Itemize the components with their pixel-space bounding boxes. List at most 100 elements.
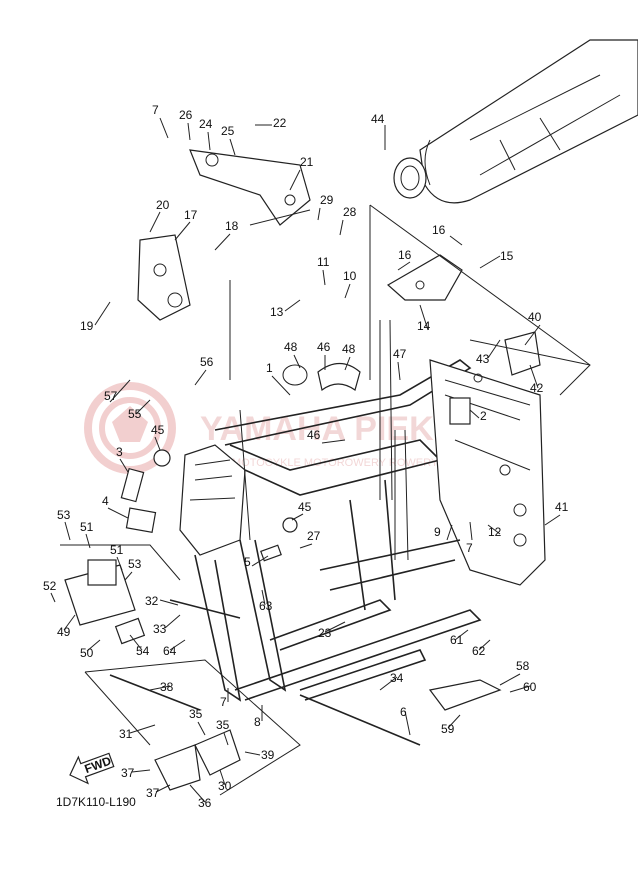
callout-13: 13 xyxy=(270,305,284,319)
callout-44: 44 xyxy=(371,112,385,126)
leader-line xyxy=(229,138,236,156)
callout-27: 27 xyxy=(307,529,321,543)
leader-line xyxy=(479,255,501,269)
callout-46-top: 46 xyxy=(317,340,331,354)
leader-line xyxy=(164,614,181,629)
leader-line xyxy=(135,399,151,415)
plates xyxy=(114,467,282,645)
leader-line xyxy=(344,283,351,299)
callout-50: 50 xyxy=(80,646,94,660)
leader-line xyxy=(207,131,211,151)
leader-line xyxy=(169,639,186,651)
leader-line xyxy=(449,235,463,246)
leader-line xyxy=(124,571,133,581)
callout-15: 15 xyxy=(500,249,514,263)
leader-line xyxy=(321,439,346,444)
bracket-17 xyxy=(137,234,191,321)
callout-7-top: 7 xyxy=(152,103,159,117)
leader-line xyxy=(284,299,301,312)
muffler-holder-2 xyxy=(449,397,471,425)
callout-47: 47 xyxy=(393,347,407,361)
callout-14: 14 xyxy=(417,319,431,333)
leader-line xyxy=(94,301,111,326)
leader-line xyxy=(86,639,101,652)
leader-line xyxy=(509,685,531,693)
callout-21: 21 xyxy=(300,155,314,169)
callout-60: 60 xyxy=(523,680,537,694)
watermark-brand: YAMAHA PIEKUT xyxy=(200,410,479,448)
long-bolts xyxy=(109,599,421,746)
callout-17: 17 xyxy=(184,208,198,222)
callout-41: 41 xyxy=(555,500,569,514)
callout-43: 43 xyxy=(476,352,490,366)
callout-52: 52 xyxy=(43,579,57,593)
callout-25: 25 xyxy=(221,124,235,138)
callout-29: 29 xyxy=(320,193,334,207)
leader-line xyxy=(109,379,131,403)
callout-22: 22 xyxy=(273,116,287,130)
callout-18: 18 xyxy=(225,219,239,233)
leader-line xyxy=(404,710,411,736)
callout-37-lower: 37 xyxy=(146,786,160,800)
callout-4: 4 xyxy=(102,494,109,508)
leader-line xyxy=(154,436,161,451)
leader-line xyxy=(159,599,179,606)
callout-49: 49 xyxy=(57,625,71,639)
callout-61: 61 xyxy=(450,633,464,647)
bracket-21 xyxy=(189,149,311,226)
leader-line xyxy=(219,769,226,786)
leader-line xyxy=(129,634,143,651)
leader-line xyxy=(544,514,561,526)
callout-35-left: 35 xyxy=(189,707,203,721)
watermark: YAMAHA PIEKUT MOTOCYKLE MOTOROWERY ROWER… xyxy=(84,382,487,474)
callout-35-right: 35 xyxy=(216,718,230,732)
leader-line xyxy=(469,521,473,541)
callout-9: 9 xyxy=(434,525,441,539)
callout-48-left: 48 xyxy=(284,340,298,354)
leader-line xyxy=(155,784,171,793)
callout-5: 5 xyxy=(244,555,251,569)
leader-line xyxy=(419,304,429,331)
callout-36: 36 xyxy=(198,796,212,810)
callout-46-mid: 46 xyxy=(307,428,321,442)
callout-16-top: 16 xyxy=(432,223,446,237)
callout-53-right: 53 xyxy=(128,557,142,571)
callout-2: 2 xyxy=(480,409,487,423)
bracket-30 xyxy=(194,729,241,776)
bracket-14 xyxy=(386,254,463,301)
callout-1: 1 xyxy=(266,361,273,375)
callout-37-upper: 37 xyxy=(121,766,135,780)
leader-line xyxy=(339,219,344,236)
leader-line xyxy=(251,555,269,567)
bracket-36 xyxy=(154,744,201,791)
leader-line xyxy=(447,714,461,729)
diagram-code: 1D7K110-L190 xyxy=(56,795,136,809)
callout-26: 26 xyxy=(179,108,193,122)
leader-line xyxy=(223,732,229,746)
callout-63: 63 xyxy=(259,599,273,613)
muffler xyxy=(393,39,638,204)
leader-line xyxy=(529,364,539,389)
leader-line xyxy=(261,589,266,606)
callout-39: 39 xyxy=(261,748,275,762)
main-frame xyxy=(179,359,546,702)
leader-line xyxy=(524,324,541,346)
callout-57: 57 xyxy=(104,389,118,403)
leader-line xyxy=(85,533,91,549)
callout-55: 55 xyxy=(128,407,142,421)
callout-54: 54 xyxy=(136,644,150,658)
callout-11: 11 xyxy=(317,255,330,269)
callout-6: 6 xyxy=(400,705,407,719)
leader-line xyxy=(131,769,151,773)
callout-38: 38 xyxy=(160,680,174,694)
leader-lines xyxy=(50,117,561,803)
leader-line xyxy=(244,751,261,756)
leader-line xyxy=(454,629,469,641)
callout-53-left: 53 xyxy=(57,508,71,522)
leader-line xyxy=(499,673,521,686)
leader-line xyxy=(174,221,191,241)
leader-line xyxy=(324,621,346,633)
callout-33: 33 xyxy=(153,622,167,636)
callout-45-lower: 45 xyxy=(298,500,312,514)
callout-28: 28 xyxy=(343,205,357,219)
